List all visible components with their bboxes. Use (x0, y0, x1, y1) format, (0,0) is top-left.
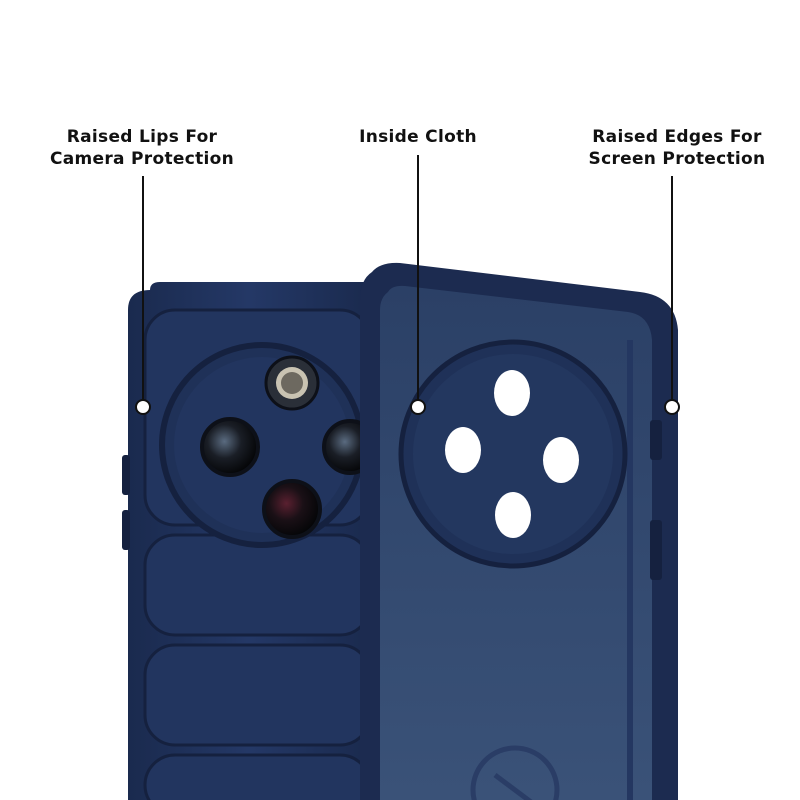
phone-case-front (360, 262, 678, 800)
callout-dot-screen (664, 399, 680, 415)
callout-inside-cloth: Inside Cloth (318, 126, 518, 148)
callout-camera-line2: Camera Protection (49, 149, 235, 169)
callout-dot-cloth (410, 399, 426, 415)
callout-camera-protection: Raised Lips For Camera Protection (42, 126, 242, 170)
phone-case-back (122, 282, 378, 800)
callout-lines (135, 155, 680, 415)
callout-camera-line1: Raised Lips For (66, 127, 218, 147)
callout-screen-line2: Screen Protection (588, 149, 766, 169)
callout-screen-protection: Raised Edges For Screen Protection (572, 126, 782, 170)
callout-cloth-line1: Inside Cloth (359, 127, 477, 147)
callout-dot-camera (135, 399, 151, 415)
callout-screen-line1: Raised Edges For (592, 127, 762, 147)
